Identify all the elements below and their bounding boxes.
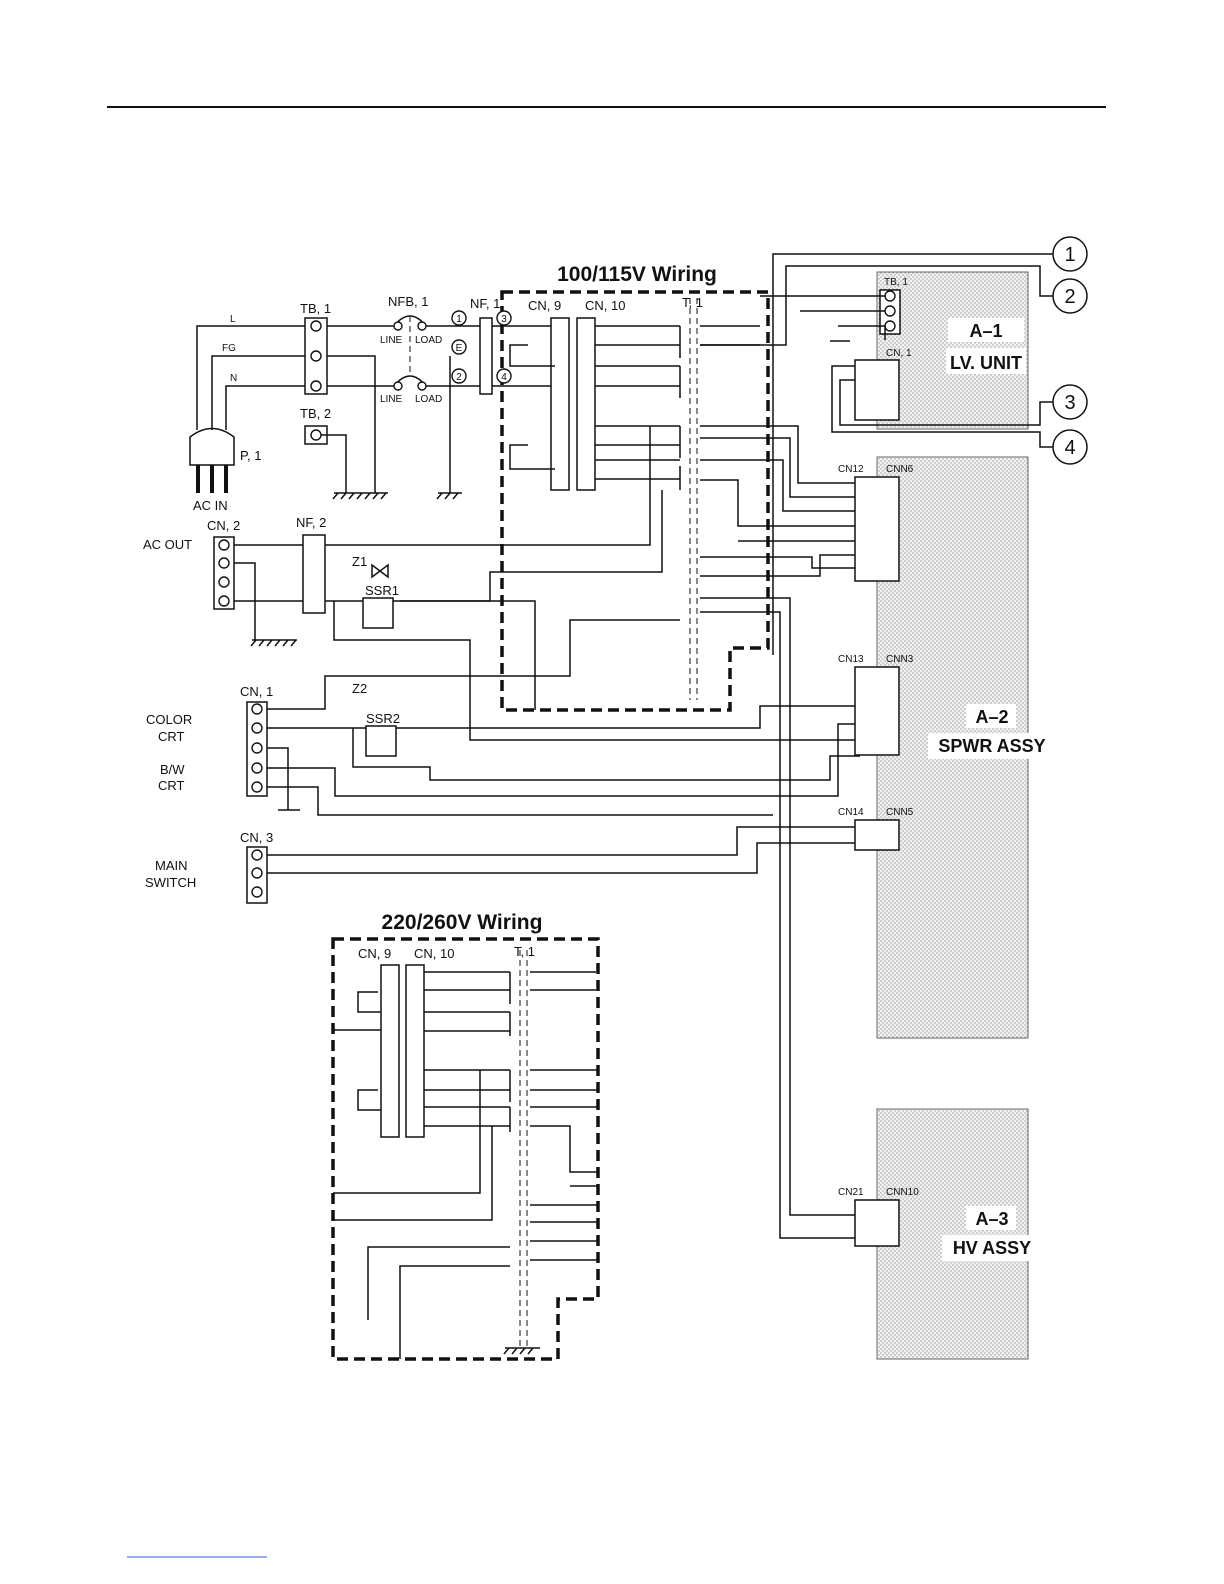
svg-text:CN, 1: CN, 1 xyxy=(886,348,912,359)
svg-text:CRT: CRT xyxy=(158,729,185,744)
svg-text:CN, 10: CN, 10 xyxy=(585,298,625,313)
ground-symbols xyxy=(332,492,462,500)
svg-text:2: 2 xyxy=(1064,286,1075,308)
boundary-220-260v xyxy=(331,937,600,1361)
svg-text:TB, 1: TB, 1 xyxy=(884,277,908,288)
heading-220-260v: 220/260V Wiring xyxy=(382,911,543,934)
svg-text:P, 1: P, 1 xyxy=(240,448,261,463)
svg-text:CNN10: CNN10 xyxy=(886,1187,919,1198)
heading-100-115v: 100/115V Wiring xyxy=(557,263,717,286)
svg-text:T, 1: T, 1 xyxy=(682,295,703,310)
connector-cn13-cnn3: CN13 CNN3 xyxy=(838,654,914,756)
a1-cn1: CN, 1 xyxy=(854,348,912,421)
a3-id: A–3 xyxy=(975,1209,1008,1229)
svg-text:COLOR: COLOR xyxy=(146,712,192,727)
svg-text:T, 1: T, 1 xyxy=(514,944,535,959)
plug-p1: P, 1 AC IN xyxy=(189,427,261,513)
svg-text:CRT: CRT xyxy=(158,778,185,793)
svg-text:LOAD: LOAD xyxy=(415,394,442,405)
svg-text:NFB, 1: NFB, 1 xyxy=(388,294,428,309)
svg-text:CN, 2: CN, 2 xyxy=(207,518,240,533)
svg-text:CNN6: CNN6 xyxy=(886,464,914,475)
a3-name: HV ASSY xyxy=(953,1238,1031,1258)
terminal-block-tb1: TB, 1 xyxy=(300,301,331,395)
svg-text:SSR1: SSR1 xyxy=(365,583,399,598)
svg-text:1: 1 xyxy=(456,314,462,325)
a1-id: A–1 xyxy=(969,321,1002,341)
connector-cn2-acout: CN, 2 AC OUT xyxy=(143,518,240,610)
terminal-block-tb2: TB, 2 xyxy=(300,406,347,493)
connector-cn9-cn10-220v: CN, 9 CN, 10 T, 1 xyxy=(358,944,535,1138)
svg-text:CN, 10: CN, 10 xyxy=(414,946,454,961)
connector-cn14-cnn5: CN14 CNN5 xyxy=(838,807,914,851)
svg-text:CN, 9: CN, 9 xyxy=(528,298,561,313)
svg-text:CNN3: CNN3 xyxy=(886,654,914,665)
connector-cn1-crt: CN, 1 COLOR CRT B/W CRT xyxy=(146,684,273,797)
svg-text:4: 4 xyxy=(501,372,507,383)
noise-filter-nf2: NF, 2 xyxy=(296,515,326,614)
svg-text:4: 4 xyxy=(1064,437,1075,459)
svg-text:NF, 1: NF, 1 xyxy=(470,296,500,311)
svg-text:LOAD: LOAD xyxy=(415,335,442,346)
svg-text:E: E xyxy=(456,343,463,354)
off-page-connectors: 1 2 3 4 xyxy=(700,236,1088,655)
assembly-a1: A–1 LV. UNIT xyxy=(876,271,1029,430)
connector-cn21-cnn10: CN21 CNN10 xyxy=(838,1187,919,1247)
assembly-a3: A–3 HV ASSY xyxy=(876,1108,1042,1360)
boundary-100-115v xyxy=(500,290,770,712)
connector-cn9-cn10-100v: CN, 9 CN, 10 T, 1 xyxy=(528,295,703,491)
svg-text:TB, 1: TB, 1 xyxy=(300,301,331,316)
svg-text:CN, 3: CN, 3 xyxy=(240,830,273,845)
svg-text:SSR2: SSR2 xyxy=(366,711,400,726)
svg-text:3: 3 xyxy=(1064,392,1075,414)
svg-text:1: 1 xyxy=(1064,244,1075,266)
svg-text:NF, 2: NF, 2 xyxy=(296,515,326,530)
svg-text:LINE: LINE xyxy=(380,394,403,405)
a2-name: SPWR ASSY xyxy=(938,736,1045,756)
connector-cn12-cnn6: CN12 CNN6 xyxy=(838,464,914,582)
svg-text:CN, 9: CN, 9 xyxy=(358,946,391,961)
svg-text:AC OUT: AC OUT xyxy=(143,537,192,552)
svg-text:CN13: CN13 xyxy=(838,654,864,665)
svg-text:CN14: CN14 xyxy=(838,807,864,818)
a2-id: A–2 xyxy=(975,707,1008,727)
noise-filter-nf1: NF, 1 1 E 2 3 4 xyxy=(451,296,512,395)
svg-text:L: L xyxy=(230,314,236,325)
svg-text:FG: FG xyxy=(222,343,236,354)
svg-text:CN21: CN21 xyxy=(838,1187,864,1198)
svg-text:TB, 2: TB, 2 xyxy=(300,406,331,421)
svg-text:CN, 1: CN, 1 xyxy=(240,684,273,699)
svg-text:CN12: CN12 xyxy=(838,464,864,475)
connector-cn3-main-switch: CN, 3 MAIN SWITCH xyxy=(145,830,273,904)
svg-text:N: N xyxy=(230,373,237,384)
svg-text:Z1: Z1 xyxy=(352,554,367,569)
svg-text:MAIN: MAIN xyxy=(155,858,188,873)
svg-text:AC IN: AC IN xyxy=(193,498,228,513)
svg-text:2: 2 xyxy=(456,372,462,383)
svg-text:B/W: B/W xyxy=(160,762,185,777)
svg-text:CNN5: CNN5 xyxy=(886,807,914,818)
a1-name: LV. UNIT xyxy=(950,353,1022,373)
assembly-a2: A–2 SPWR ASSY xyxy=(876,456,1058,1039)
svg-text:LINE: LINE xyxy=(380,335,403,346)
ssr1: Z1 SSR1 xyxy=(352,554,399,629)
svg-text:SWITCH: SWITCH xyxy=(145,875,196,890)
ssr2: Z2 SSR2 xyxy=(352,681,400,757)
a1-tb1: TB, 1 xyxy=(879,277,908,335)
svg-text:Z2: Z2 xyxy=(352,681,367,696)
breaker-nfb1: NFB, 1 LINE LOAD LINE LOAD xyxy=(380,294,442,405)
svg-text:3: 3 xyxy=(501,314,507,325)
